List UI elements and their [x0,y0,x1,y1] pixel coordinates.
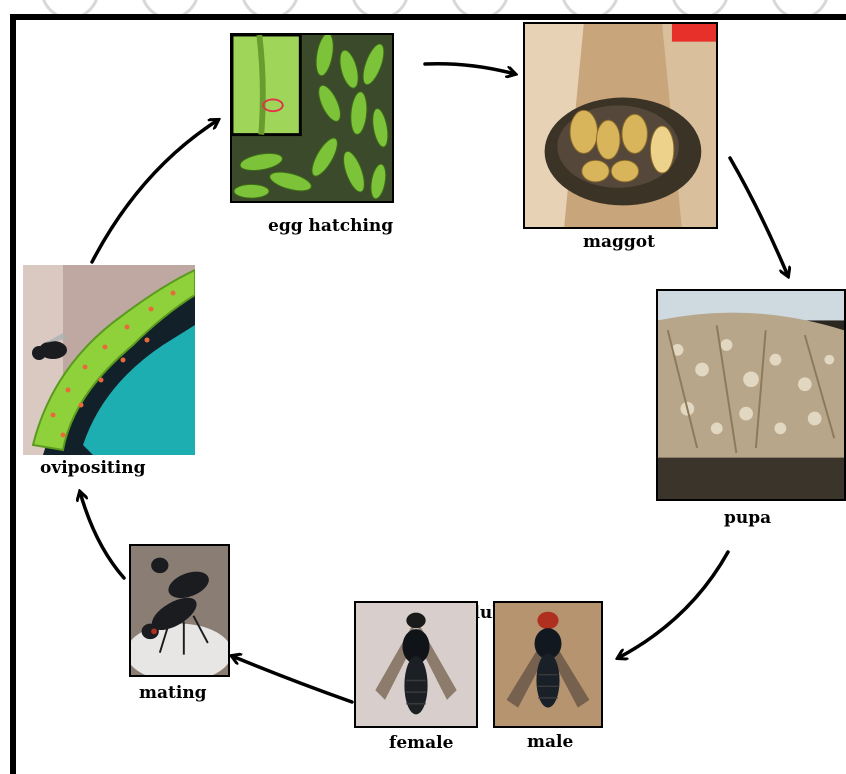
life-cycle-diagram: egg hatching maggot [0,0,846,755]
male-fly-photo [493,601,603,728]
female-label: female [389,733,453,753]
pupa-label: pupa [724,508,771,528]
mating-label: mating [139,683,207,703]
ovipositing-photo [23,265,195,455]
maggot-label: maggot [583,232,655,252]
pupa-photo [656,289,846,501]
ovipositing-label: ovipositing [40,458,146,478]
egg-hatching-label: egg hatching [268,216,393,236]
male-label: male [527,732,573,752]
maggot-photo [523,22,718,229]
mating-photo [129,544,230,677]
egg-hatching-photo [230,33,394,203]
female-fly-photo [354,601,478,728]
